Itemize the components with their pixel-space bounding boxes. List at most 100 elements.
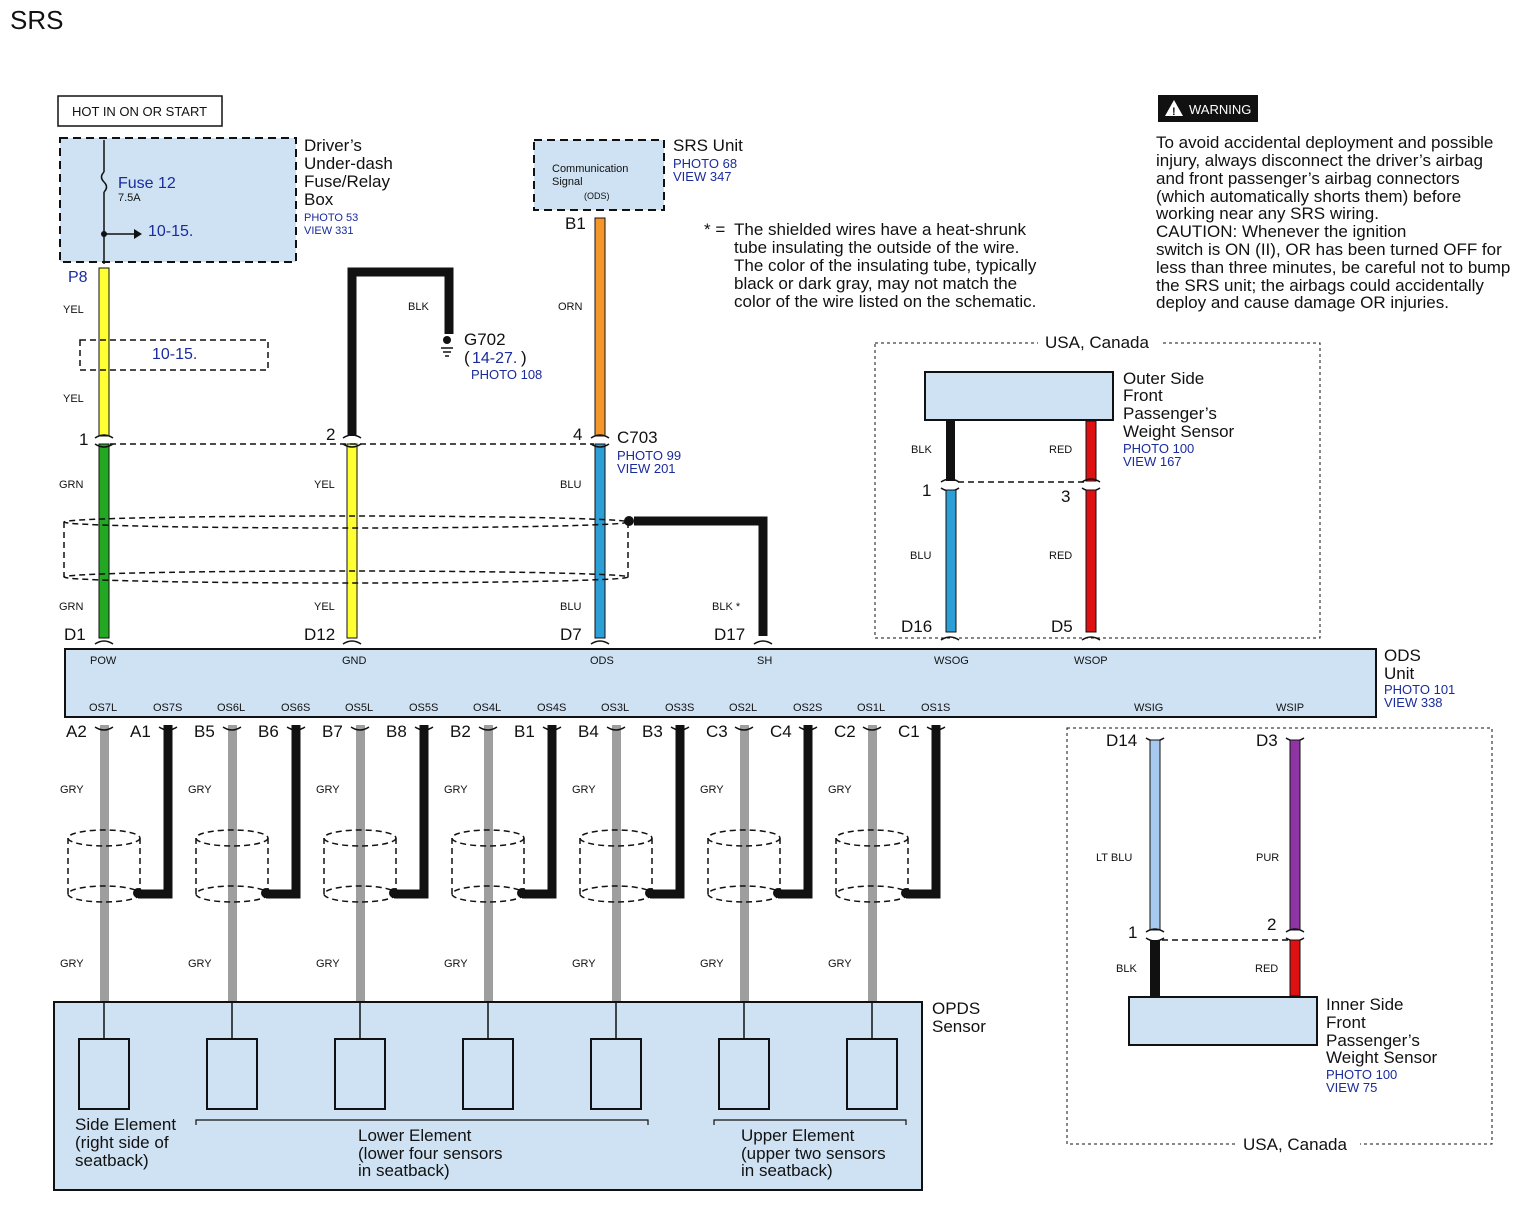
ods-conn-b3: B3: [642, 722, 663, 741]
shield-ch7-drain: [901, 888, 911, 898]
wire-pur-inner: [1289, 739, 1301, 931]
wire-gry-ch3: [356, 725, 365, 1002]
ods-term-os6l: OS6L: [217, 702, 245, 714]
wire-label-gry-ch5-b: GRY: [572, 958, 596, 970]
wire-label-gry-ch7-a: GRY: [828, 784, 852, 796]
note-line-4: black or dark gray, may not match the: [734, 274, 1017, 293]
warning-icon-mark: !: [1172, 106, 1176, 118]
opds-element-5: [590, 1038, 642, 1110]
ods-unit-box: [64, 648, 1377, 718]
opds-element-3: [334, 1038, 386, 1110]
c703-terminal-2: [342, 434, 362, 448]
ods-conn-d7: D7: [560, 625, 582, 644]
wire-label-gry-ch3-b: GRY: [316, 958, 340, 970]
srs-unit-box: [533, 139, 665, 211]
wire-label-gry-ch3-a: GRY: [316, 784, 340, 796]
fuse-ref-2: 10-15.: [152, 346, 197, 363]
ods-term-os4s: OS4S: [537, 702, 566, 714]
ref-box-2: [79, 339, 269, 371]
ods-conn-b8: B8: [386, 722, 407, 741]
shield-bottom: [63, 570, 629, 584]
opds-name-2: Sensor: [932, 1017, 986, 1036]
wire-label-gry-ch2-a: GRY: [188, 784, 212, 796]
channel-5: GRY GRY: [572, 725, 685, 1002]
wire-blk-ch3: [394, 725, 429, 899]
srs-unit-name: SRS Unit: [673, 136, 743, 155]
note-mark: * =: [704, 220, 725, 239]
outer-region-label: USA, Canada: [1045, 333, 1149, 352]
ods-unit-name-2: Unit: [1384, 664, 1415, 683]
ods-conn-c2: C2: [834, 722, 856, 741]
srs-box-line-2: Signal: [552, 176, 583, 188]
wire-yel-gnd: [346, 443, 358, 639]
srs-pin-b1: B1: [565, 214, 586, 233]
warning-line-10: deploy and cause damage OR injuries.: [1156, 293, 1449, 312]
warning-line-9: the SRS unit; the airbags could accident…: [1156, 276, 1484, 295]
outer-pin-3: 3: [1061, 487, 1070, 506]
ods-conn-b1: B1: [514, 722, 535, 741]
ods-term-os3l: OS3L: [601, 702, 629, 714]
ods-unit-photo: PHOTO 101: [1384, 682, 1455, 697]
opds-element-6: [718, 1038, 770, 1110]
ods-term-ods: ODS: [590, 655, 614, 667]
srs-box-line-1: Communication: [552, 163, 628, 175]
upper-element-bracket: [713, 1119, 907, 1125]
hot-label-box: [57, 95, 223, 127]
ods-term-pow: POW: [90, 655, 117, 667]
wire-blk-ch1: [138, 725, 173, 899]
warning-line-1: To avoid accidental deployment and possi…: [1156, 133, 1493, 152]
connector-p8: P8: [68, 269, 88, 286]
ods-term-os2l: OS2L: [729, 702, 757, 714]
ods-term-os1l: OS1L: [857, 702, 885, 714]
outer-conn-d5: D5: [1051, 617, 1073, 636]
inner-sensor-line-4: Weight Sensor: [1326, 1048, 1438, 1067]
shield-ch3-drain: [389, 888, 399, 898]
wire-label-gry-ch5-a: GRY: [572, 784, 596, 796]
ods-term-sh: SH: [757, 655, 772, 667]
c703-name: C703: [617, 428, 658, 447]
wire-label-gry-ch1-a: GRY: [60, 784, 84, 796]
c703-terminal-4: [590, 434, 610, 448]
warning-line-2: injury, always disconnect the driver’s a…: [1156, 151, 1483, 170]
ods-term-wsop: WSOP: [1074, 655, 1108, 667]
wire-red-outer-bot: [1085, 489, 1097, 633]
inner-region-label: USA, Canada: [1243, 1135, 1347, 1154]
wire-yel-power: [98, 267, 110, 437]
wire-label-gry-ch4-b: GRY: [444, 958, 468, 970]
wire-ltblu-inner: [1149, 739, 1161, 931]
c703-view: VIEW 201: [617, 461, 676, 476]
channel-7: GRY GRY: [828, 725, 941, 1002]
note-line-3: The color of the insulating tube, typica…: [734, 256, 1037, 275]
wire-blu-ods: [594, 443, 606, 639]
side-element-line-3: seatback): [75, 1151, 149, 1170]
wire-blk-ch2: [266, 725, 301, 899]
outer-sensor-photo: PHOTO 100: [1123, 441, 1194, 456]
srs-unit-photo: PHOTO 68: [673, 156, 737, 171]
c703-pin-2: 2: [326, 425, 335, 444]
inner-pin-2: 2: [1267, 915, 1276, 934]
srs-box-line-3: (ODS): [584, 191, 610, 201]
wire-red-inner: [1289, 939, 1301, 997]
ground-name: G702: [464, 330, 506, 349]
wire-gry-ch1: [100, 725, 109, 1002]
outer-pin-1: 1: [922, 481, 931, 500]
wire-blk-outer: [946, 421, 955, 481]
wire-label-grn-1: GRN: [59, 479, 84, 491]
wire-blk-inner: [1150, 940, 1160, 996]
lower-element-bracket: [195, 1119, 649, 1125]
warning-line-4: (which automatically shorts them) before: [1156, 187, 1461, 206]
upper-element-line-2: (upper two sensors: [741, 1144, 886, 1163]
ods-conn-c1: C1: [898, 722, 920, 741]
opds-element-2: [206, 1038, 258, 1110]
side-element-line-2: (right side of: [75, 1133, 169, 1152]
wire-label-blk-star: BLK *: [712, 601, 741, 613]
ods-conn-d17: D17: [714, 625, 745, 644]
ground-photo: PHOTO 108: [471, 367, 542, 382]
ods-term-os5l: OS5L: [345, 702, 373, 714]
wire-label-gry-ch6-b: GRY: [700, 958, 724, 970]
ods-term-wsig: WSIG: [1134, 702, 1163, 714]
ground-ref-open: (: [464, 348, 470, 367]
lower-element-line-3: in seatback): [358, 1161, 450, 1180]
ods-conn-d1: D1: [64, 625, 86, 644]
